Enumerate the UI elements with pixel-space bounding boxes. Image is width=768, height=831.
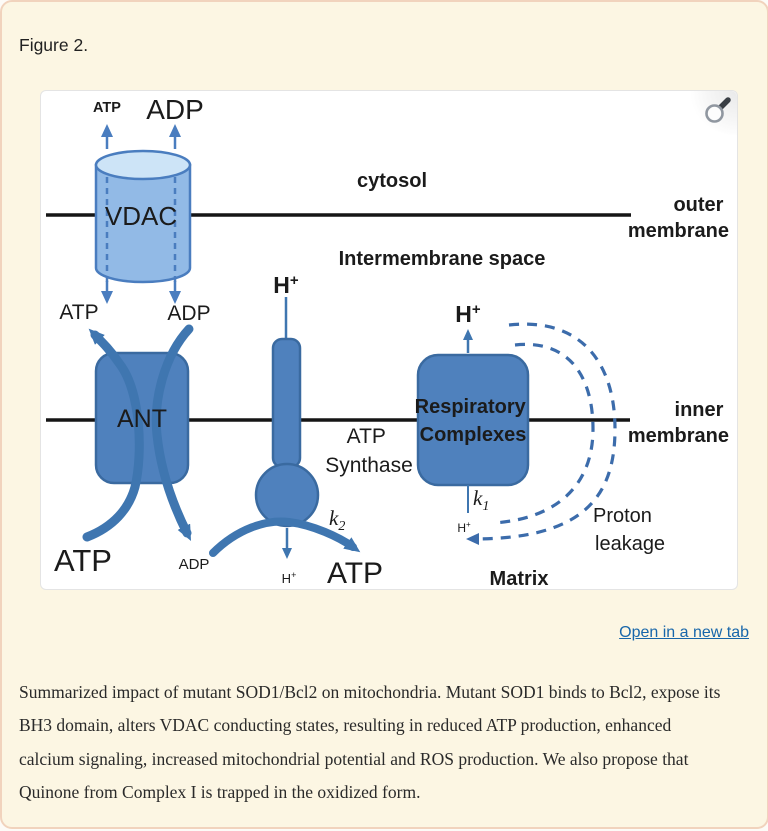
caption-line: Quinone from Complex I is trapped in the… (19, 782, 421, 803)
matrix-label: Matrix (490, 568, 549, 590)
k1-rate-label: k1 (473, 486, 489, 514)
respiratory-complexes-shape (416, 329, 530, 513)
atp-matrix-label: ATP (327, 557, 383, 590)
ant-exchange-arrows (82, 324, 194, 542)
k2-rate-label: k2 (329, 506, 345, 534)
atp-matrix-left-label: ATP (54, 543, 112, 578)
h-plus-synthase-label: H+ (273, 272, 299, 298)
ant-label: ANT (117, 405, 167, 433)
atp-synthase-shape (209, 297, 361, 559)
proton-leakage-label: Proton leakage (593, 505, 665, 555)
mitochondria-diagram: ATP ADP VDAC cytosol outer membrane Inte… (46, 94, 729, 590)
atp-top-label: ATP (93, 100, 121, 116)
inner-membrane-label: inner membrane (628, 399, 729, 447)
caption-line: calcium signaling, increased mitochondri… (19, 748, 689, 769)
outer-membrane-label: outer membrane (628, 194, 729, 242)
intermembrane-space-label: Intermembrane space (339, 248, 546, 270)
caption-line: Summarized impact of mutant SOD1/Bcl2 on… (19, 682, 721, 702)
open-in-new-tab-link[interactable]: Open in a new tab (619, 624, 749, 641)
adp-matrix-label: ADP (179, 556, 210, 573)
atp-synthase-label: ATP Synthase (325, 425, 413, 477)
respiratory-complexes-label: Respiratory Complexes (415, 396, 532, 446)
figure-caption: Summarized impact of mutant SOD1/Bcl2 on… (19, 676, 720, 810)
proton-leakage-arcs (466, 322, 617, 545)
h-plus-small-respiratory-label: H+ (457, 520, 471, 535)
adp-ims-label: ADP (167, 302, 210, 325)
magnifier-icon (705, 97, 731, 123)
vdac-label: VDAC (105, 201, 177, 231)
adp-top-label: ADP (146, 94, 204, 125)
caption-line: BH3 domain, alters VDAC conducting state… (19, 715, 672, 736)
h-plus-small-synthase-label: H+ (282, 570, 297, 586)
figure-label: Figure 2. (19, 35, 89, 55)
figure-panel[interactable]: ATP ADP VDAC cytosol outer membrane Inte… (40, 90, 738, 590)
cytosol-label: cytosol (357, 170, 427, 192)
h-plus-respiratory-label: H+ (455, 301, 481, 327)
vdac-channel (94, 124, 192, 304)
atp-ims-label: ATP (59, 301, 98, 324)
